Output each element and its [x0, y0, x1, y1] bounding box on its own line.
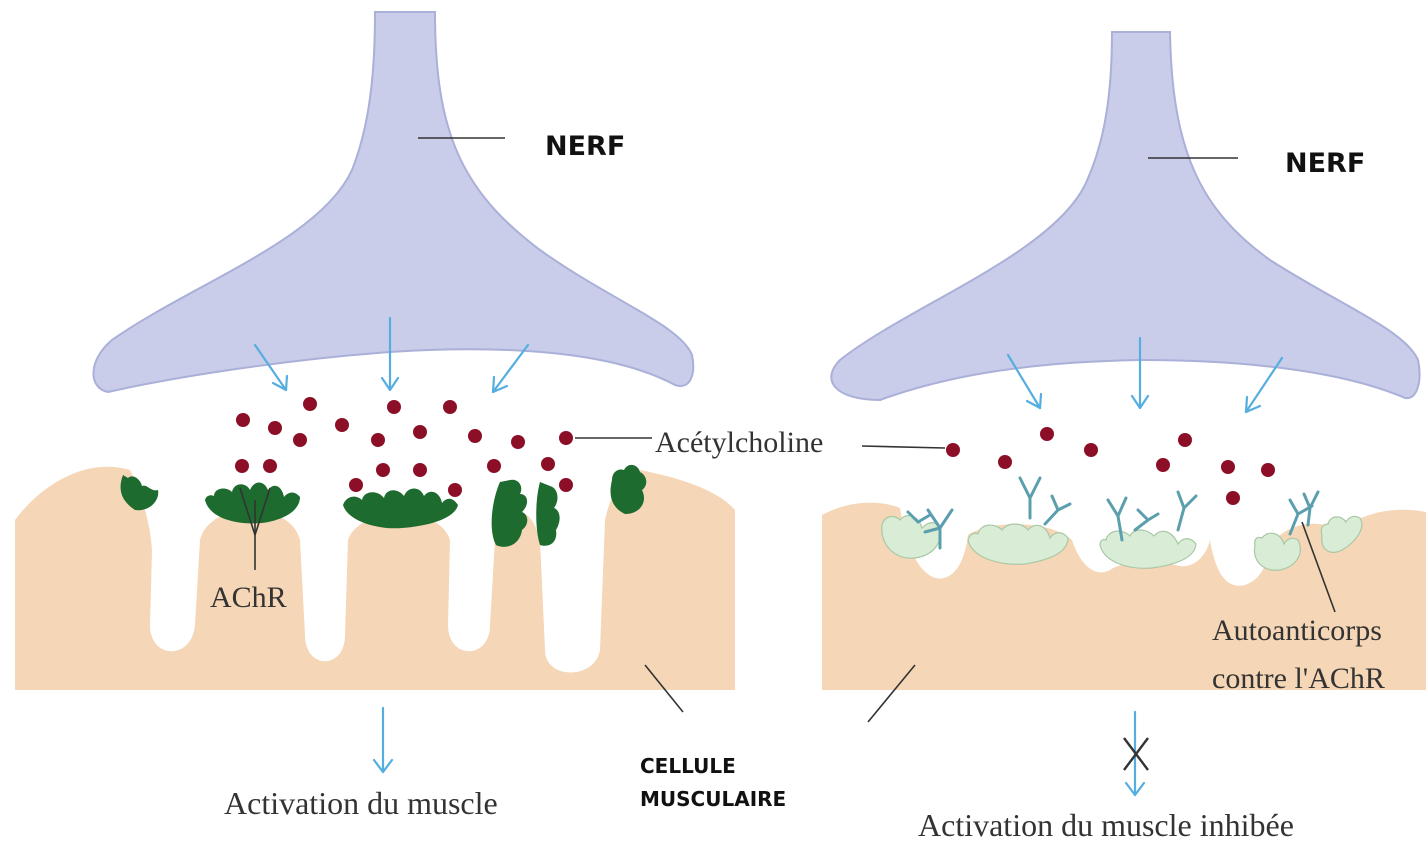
achr-receptor [536, 482, 559, 546]
acetylcholine-molecule [335, 418, 349, 432]
cellule-label-line2: MUSCULAIRE [640, 787, 786, 811]
acetylcholine-molecule [1221, 460, 1235, 474]
acetylcholine-molecule [448, 483, 462, 497]
autoanticorps-label-line2: contre l'AChR [1212, 662, 1385, 695]
acetylcholine-molecule [468, 429, 482, 443]
acetylcholine-molecules-right [946, 427, 1275, 505]
activation-label-right: Activation du muscle inhibée [918, 807, 1294, 843]
autoantibody [1020, 478, 1040, 518]
acetylcholine-molecule [387, 400, 401, 414]
acetylcholine-molecule [293, 433, 307, 447]
acetylcholine-molecule [559, 478, 573, 492]
left-panel [15, 12, 735, 772]
acetylcholine-molecule [263, 459, 277, 473]
acetylcholine-label: Acétylcholine [655, 426, 823, 459]
acetylcholine-molecule [235, 459, 249, 473]
nerf-label-left: NERF [545, 131, 625, 162]
autoanticorps-label-line1: Autoanticorps [1212, 614, 1382, 647]
blocked-receptor [1100, 530, 1196, 568]
achr-receptor [343, 489, 458, 529]
acetylcholine-molecule [236, 413, 250, 427]
acetylcholine-molecule [559, 431, 573, 445]
achr-label: AChR [210, 581, 287, 614]
autoantibody [1045, 496, 1070, 524]
autoantibody [1178, 492, 1196, 530]
acetylcholine-molecule [1084, 443, 1098, 457]
acetylcholine-leader-right [862, 446, 945, 448]
acetylcholine-molecule [1156, 458, 1170, 472]
acetylcholine-molecule [413, 425, 427, 439]
acetylcholine-molecule [413, 463, 427, 477]
achr-blocked-receptors [882, 516, 1362, 571]
acetylcholine-molecule [349, 478, 363, 492]
cellule-label-line1: CELLULE [640, 754, 736, 778]
acetylcholine-molecule [511, 435, 525, 449]
acetylcholine-molecule [303, 397, 317, 411]
acetylcholine-molecule [998, 455, 1012, 469]
activation-arrow-right-blocked [1124, 712, 1148, 795]
acetylcholine-molecule [946, 443, 960, 457]
nerve-terminal-left [93, 12, 693, 392]
acetylcholine-molecule [487, 459, 501, 473]
activation-label-left: Activation du muscle [224, 785, 498, 821]
nerve-terminal-right [831, 32, 1419, 400]
release-arrow [493, 345, 528, 392]
acetylcholine-molecule [1226, 491, 1240, 505]
acetylcholine-molecule [541, 457, 555, 471]
autoantibody [1135, 510, 1158, 530]
activation-arrow-left [374, 708, 392, 772]
nerf-label-right: NERF [1285, 148, 1365, 179]
acetylcholine-molecule [1040, 427, 1054, 441]
acetylcholine-molecule [1178, 433, 1192, 447]
acetylcholine-molecule [371, 433, 385, 447]
acetylcholine-molecule [443, 400, 457, 414]
acetylcholine-molecule [376, 463, 390, 477]
acetylcholine-molecule [268, 421, 282, 435]
acetylcholine-molecule [1261, 463, 1275, 477]
acetylcholine-molecules-left [235, 397, 573, 497]
